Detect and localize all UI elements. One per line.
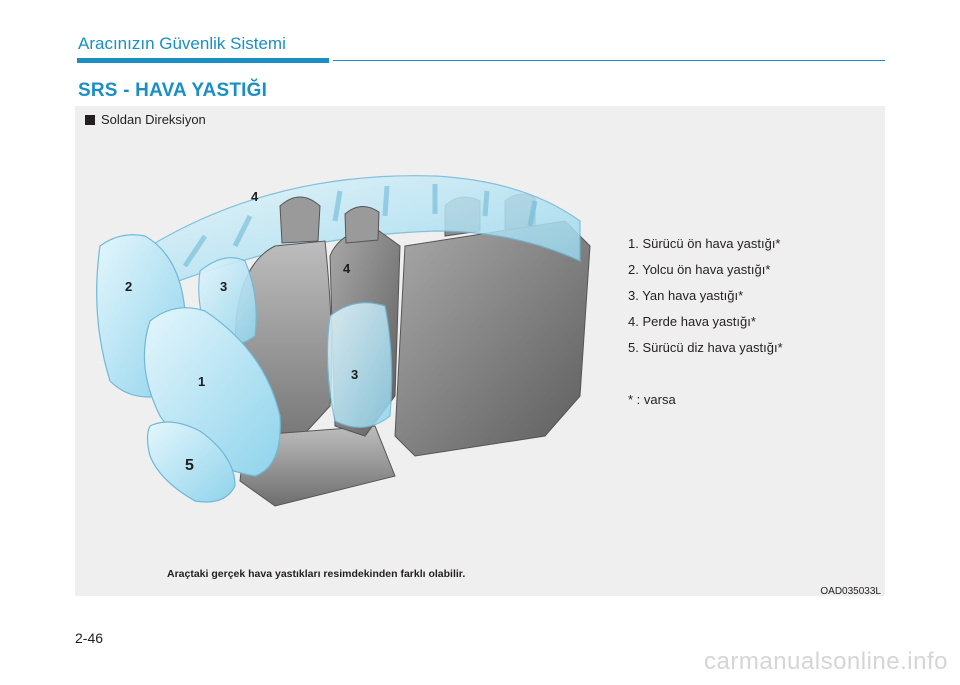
legend-item: 5. Sürücü diz hava yastığı* (628, 340, 783, 355)
figure-caption: Araçtaki gerçek hava yastıkları resimdek… (167, 568, 466, 580)
legend-item: 4. Perde hava yastığı* (628, 314, 756, 329)
square-bullet-icon (85, 115, 95, 125)
header-rule-thin (333, 60, 885, 61)
side-airbag-seat (326, 302, 393, 428)
section-title: Aracınızın Güvenlik Sistemi (78, 34, 286, 53)
legend-item: 3. Yan hava yastığı* (628, 288, 744, 303)
callout-driver-front: 1 (198, 374, 205, 389)
legend-item: 2. Yolcu ön hava yastığı* (628, 262, 771, 277)
figure-sub-label-text: Soldan Direksiyon (101, 112, 206, 127)
legend-note: * : varsa (628, 392, 676, 407)
figure-panel: Soldan Direksiyon (75, 106, 885, 597)
airbag-illustration: 2 3 4 4 1 3 5 (96, 175, 591, 507)
header-rule-thick (77, 58, 329, 63)
rear-seat (394, 220, 591, 457)
knee-airbag (146, 421, 236, 503)
figure-sub-label: Soldan Direksiyon (85, 112, 206, 127)
page-number: 2-46 (75, 630, 104, 646)
callout-side-seat: 3 (351, 367, 358, 382)
legend-item: 1. Sürücü ön hava yastığı* (628, 236, 781, 251)
callout-side-front: 3 (220, 279, 227, 294)
legend-list: 1. Sürücü ön hava yastığı* 2. Yolcu ön h… (628, 231, 783, 413)
page-heading: SRS - HAVA YASTIĞI (78, 80, 268, 101)
callout-knee: 5 (185, 457, 194, 474)
callout-passenger-front: 2 (125, 279, 132, 294)
watermark: carmanualsonline.info (704, 648, 948, 675)
callout-curtain-center: 4 (343, 261, 351, 276)
image-code: OAD035033L (820, 586, 881, 597)
callout-curtain-front: 4 (251, 189, 259, 204)
